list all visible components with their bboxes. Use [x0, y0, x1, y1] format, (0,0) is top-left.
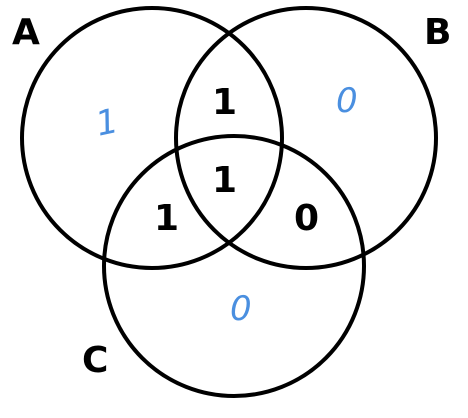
- region-a-b-c: 1: [212, 160, 237, 201]
- region-a-c: 1: [154, 198, 179, 239]
- region-a-b: 1: [212, 82, 237, 123]
- set-label-c: C: [82, 340, 108, 381]
- circle-b: [174, 6, 438, 270]
- region-b-c: 0: [294, 198, 319, 239]
- region-a-only: 1: [92, 101, 121, 145]
- region-c-only: 0: [230, 289, 252, 329]
- circle-c: [102, 134, 366, 398]
- set-label-b: B: [424, 12, 451, 53]
- circle-a: [20, 6, 284, 270]
- set-label-a: A: [12, 12, 40, 53]
- region-b-only: 0: [336, 81, 358, 121]
